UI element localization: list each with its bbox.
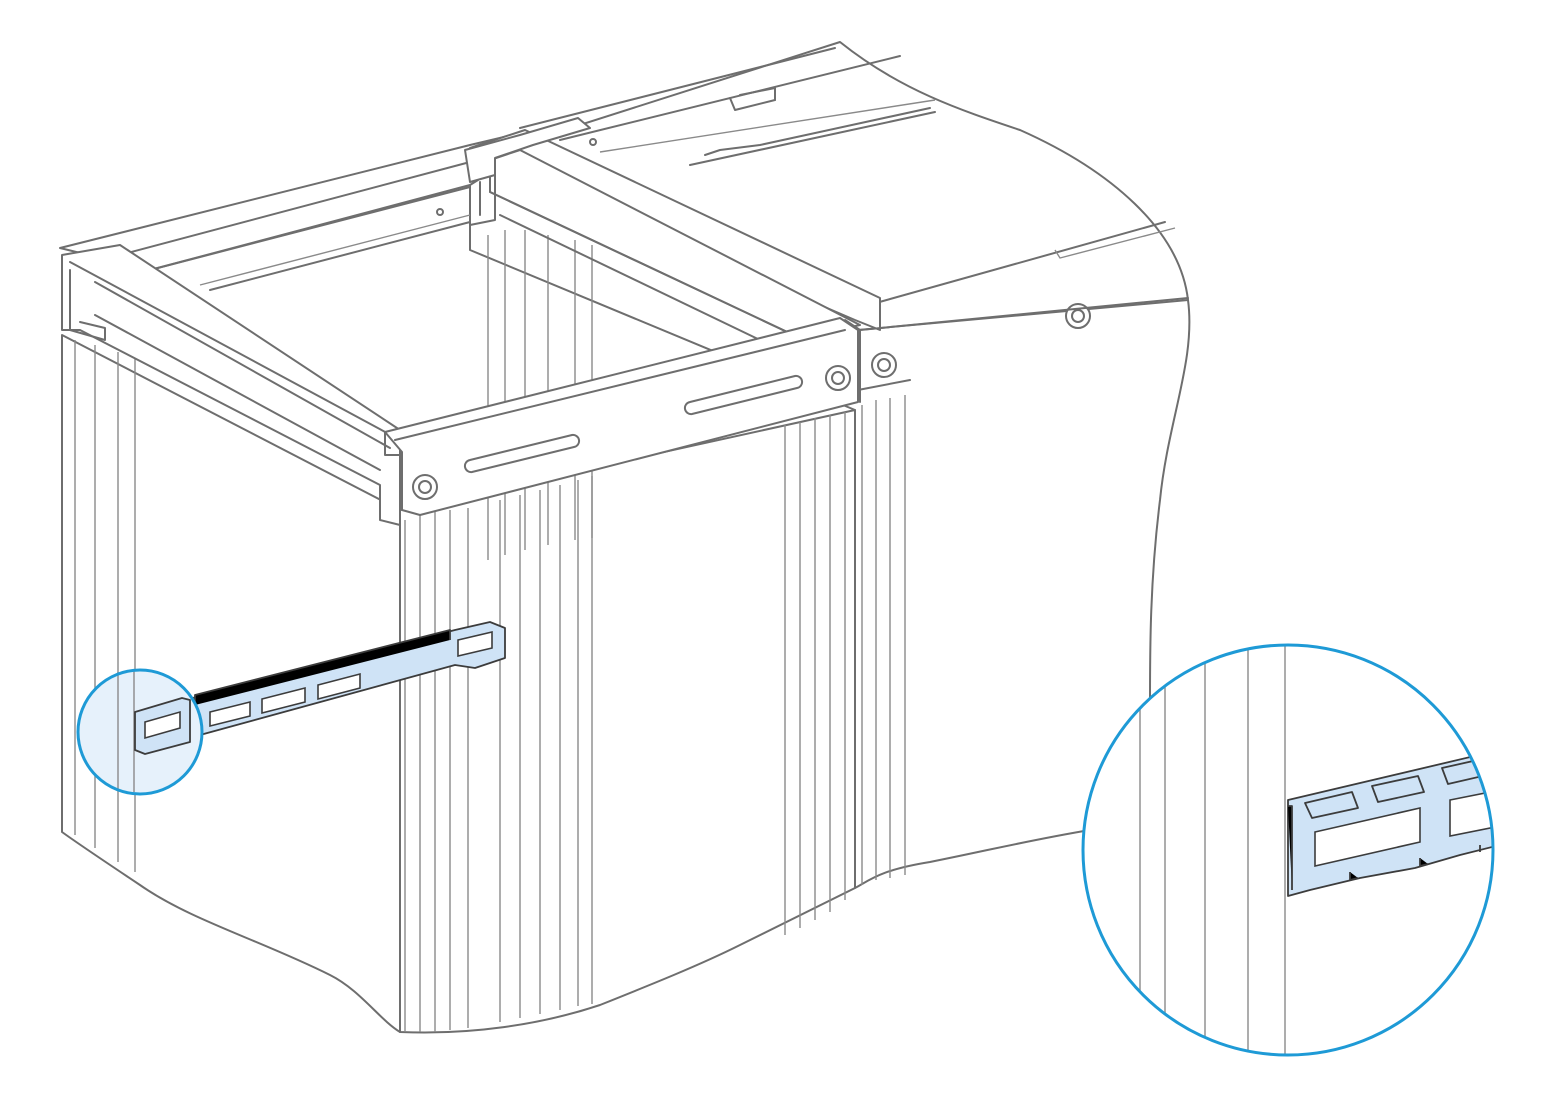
magnified-rail-detail bbox=[1081, 643, 1495, 1057]
mounting-hole bbox=[412, 474, 438, 500]
mounting-hole bbox=[825, 365, 851, 391]
front-cabinet-body bbox=[61, 230, 856, 1034]
mounting-hole bbox=[871, 352, 897, 378]
top-frame bbox=[59, 117, 1189, 526]
perforated-mounting-rail bbox=[184, 621, 506, 736]
small-callout bbox=[76, 668, 204, 796]
